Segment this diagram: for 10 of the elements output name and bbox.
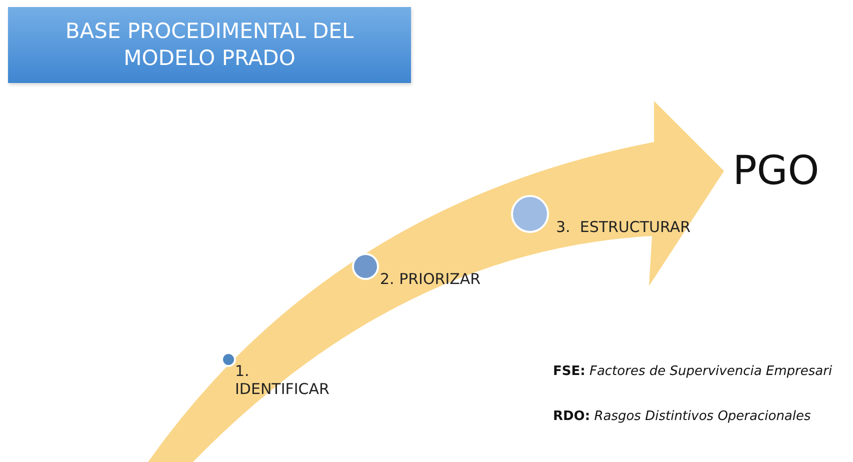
step-label: 3. ESTRUCTURAR: [556, 218, 691, 236]
curved-arrow: [148, 101, 724, 462]
step-dot: [221, 352, 236, 367]
legend-note: FSE: Factores de Supervivencia Empresari: [553, 364, 832, 379]
goal-label: PGO: [732, 148, 820, 194]
title-text: BASE PROCEDIMENTAL DEL MODELO PRADO: [64, 18, 355, 72]
step-label: 1. IDENTIFICAR: [235, 362, 330, 398]
legend-note: RDO: Rasgos Distintivos Operacionales: [553, 409, 811, 424]
title-banner: [8, 7, 411, 83]
step-label: 2. PRIORIZAR: [380, 270, 481, 288]
